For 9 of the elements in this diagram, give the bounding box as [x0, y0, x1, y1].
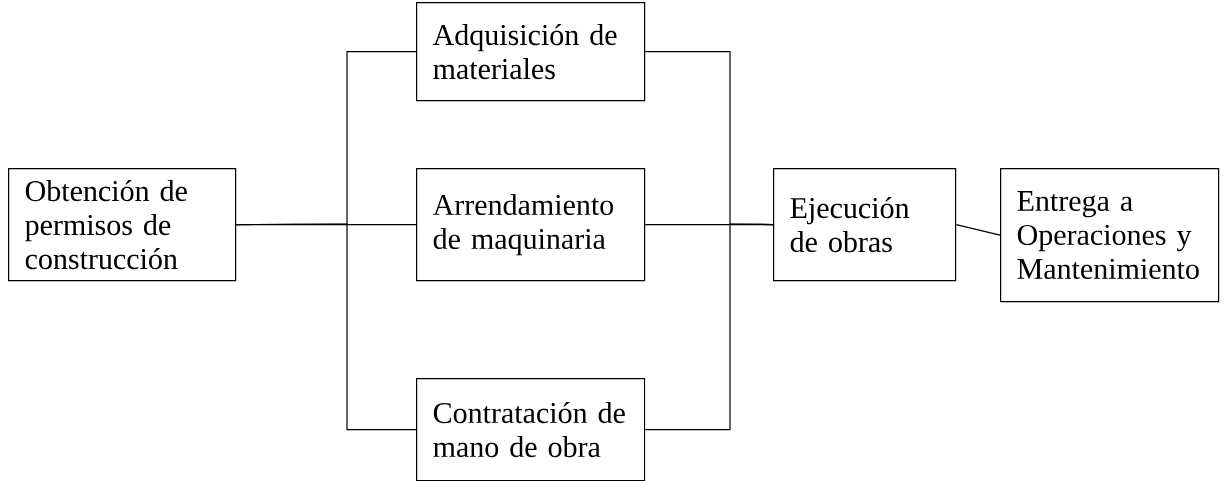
process-box: Entrega a Operaciones y Mantenimiento	[1000, 168, 1220, 303]
process-box: Obtención de permisos de construcción	[8, 168, 237, 282]
process-box: Adquisición de materiales	[416, 2, 646, 102]
process-box: Arrendamiento de maquinaria	[416, 168, 646, 282]
process-box: Ejecución de obras	[773, 168, 957, 282]
connector-line	[955, 224, 1001, 236]
connector-line	[644, 223, 774, 431]
process-box: Contratación de mano de obra	[416, 378, 646, 481]
connector-line	[235, 223, 417, 431]
